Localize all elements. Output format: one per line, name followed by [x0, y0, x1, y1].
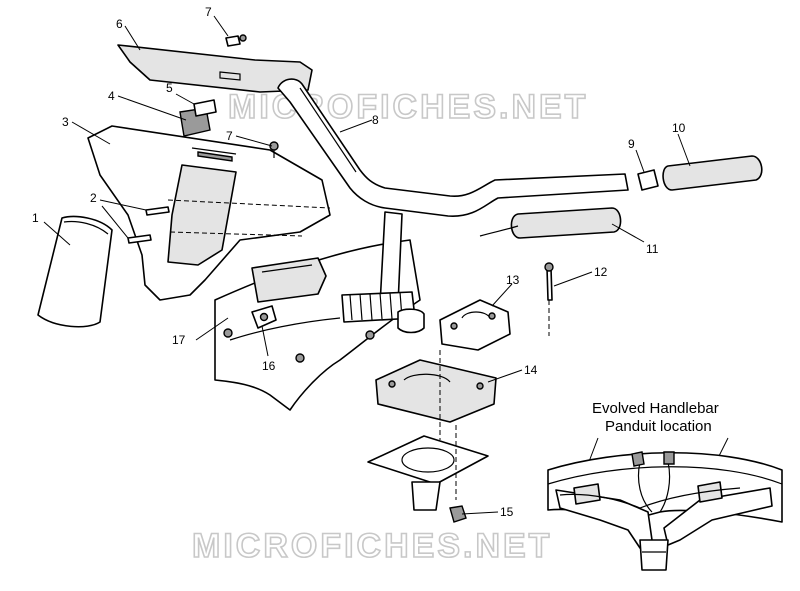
callout-4: 4 — [108, 89, 115, 103]
callout-5: 5 — [166, 81, 173, 95]
callout-7-top: 7 — [205, 5, 212, 19]
leader-lines — [43, 15, 691, 515]
mounting-plate — [367, 350, 489, 511]
part-14-lower-clamp — [375, 359, 497, 423]
part-13-upper-clamp — [439, 299, 511, 351]
callout-14: 14 — [524, 363, 538, 377]
inset-title-line2: Panduit location — [605, 418, 712, 435]
callout-16: 16 — [262, 359, 276, 373]
callout-9: 9 — [628, 137, 635, 151]
part-7-screw-mid — [269, 141, 279, 158]
watermark-bottom: MICROFICHES.NET — [192, 527, 552, 565]
callout-3: 3 — [62, 115, 69, 129]
part-7-screw-top — [225, 34, 247, 47]
callout-6: 6 — [116, 17, 123, 31]
part-6-pod-cover — [117, 44, 313, 93]
callout-11: 11 — [646, 242, 659, 256]
part-16-bracket — [251, 305, 277, 329]
callout-10: 10 — [672, 121, 686, 135]
part-8-handlebar — [277, 78, 629, 334]
callout-13: 13 — [506, 273, 520, 287]
callout-2: 2 — [90, 191, 97, 205]
callout-1: 1 — [32, 211, 39, 225]
part-1-headlight-lens — [37, 215, 113, 328]
part-17-body-panel — [214, 239, 421, 411]
part-5-switch — [179, 99, 217, 137]
callout-12: 12 — [594, 265, 608, 279]
callout-8: 8 — [372, 113, 379, 127]
callout-numbers: 1 2 3 4 5 6 7 7 8 9 10 11 12 13 14 15 16… — [32, 5, 686, 519]
part-2-screws — [127, 206, 170, 244]
inset-title-line1: Evolved Handlebar — [592, 400, 719, 417]
part-15-nut — [449, 505, 467, 523]
part-9-end-plug — [637, 169, 659, 191]
part-11-grip — [479, 207, 622, 239]
panduit-inset: Evolved Handlebar Panduit location — [547, 400, 783, 571]
callout-17: 17 — [172, 333, 186, 347]
callout-15: 15 — [500, 505, 514, 519]
part-10-grip — [662, 155, 763, 191]
part-3-headlight-pod — [87, 125, 331, 301]
part-12-bolt — [544, 262, 554, 336]
callout-7-mid: 7 — [226, 129, 233, 143]
